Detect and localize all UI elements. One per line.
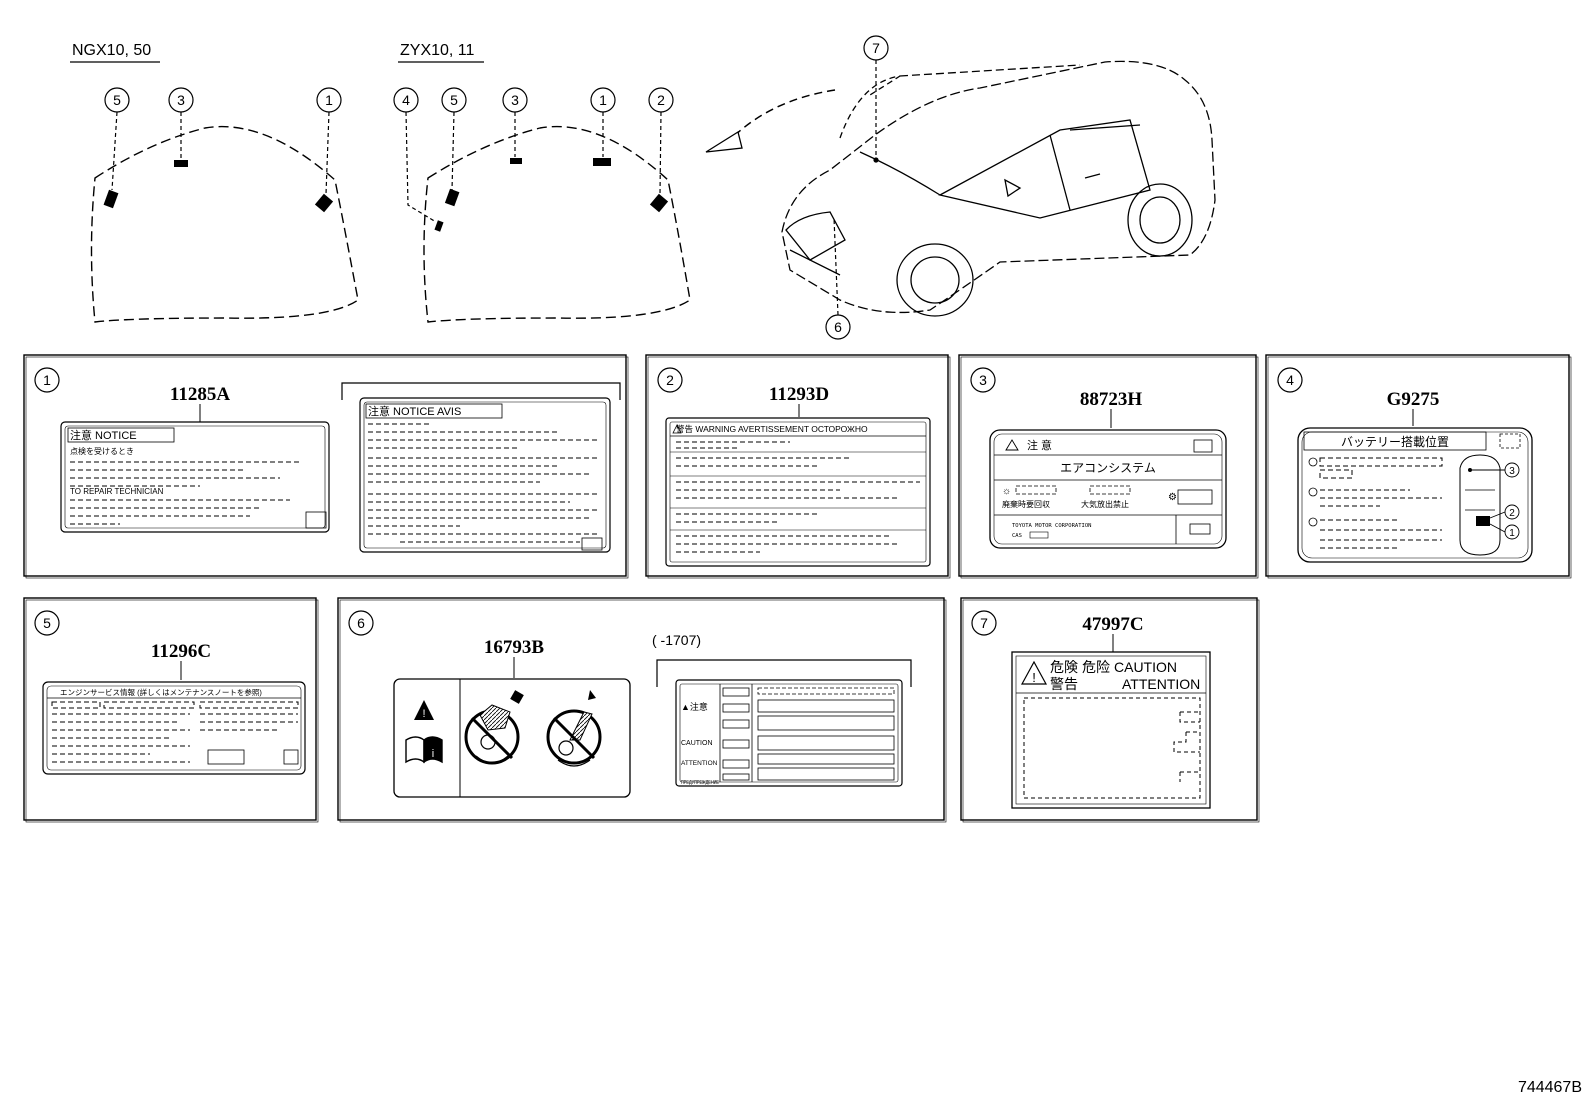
callout-number: 4 xyxy=(402,92,410,108)
label-text: TO REPAIR TECHNICIAN xyxy=(70,487,164,496)
hood-left-callouts xyxy=(104,87,342,195)
part-number: 88723H xyxy=(1080,389,1143,410)
panel-index: 6 xyxy=(357,615,365,631)
callout-number: 7 xyxy=(872,40,880,56)
label-row-heading: ATTENTION xyxy=(681,760,718,767)
callout-number: 5 xyxy=(450,92,458,108)
part-number: 47997C xyxy=(1082,614,1143,635)
part-number: G9275 xyxy=(1387,389,1440,410)
mark-number: 1 xyxy=(1509,528,1515,539)
panel-index-badge xyxy=(657,367,683,393)
label-header: ATTENTION xyxy=(1122,676,1200,692)
callout-number: 5 xyxy=(113,92,121,108)
warning-triangle-icon xyxy=(1020,660,1048,685)
warning-triangle-icon xyxy=(1005,439,1019,451)
callout-number: 3 xyxy=(177,92,185,108)
label-header: 危険 xyxy=(1050,659,1078,675)
part-number: 11285A xyxy=(170,384,230,405)
hood-left-stickers xyxy=(103,160,334,213)
hood-right-diagram xyxy=(423,125,691,323)
panel-index-badge xyxy=(970,367,996,393)
label-header: 注意 NOTICE xyxy=(70,428,137,442)
label-header: 警告 WARNING AVERTISSEMENT ОСТОРОЖНО xyxy=(676,424,868,434)
panel-6: 6 16793B ! i ( -170 xyxy=(337,597,947,823)
hood-right-stickers xyxy=(434,158,669,232)
model-label-right: ZYX10, 11 xyxy=(400,42,475,59)
part-number: 11296C xyxy=(151,641,211,662)
warning-triangle-icon xyxy=(414,700,434,720)
model-heading-right: ZYX10, 11 xyxy=(398,42,484,63)
label-header: 警告 xyxy=(1050,676,1078,692)
label-row-heading: CAUTION xyxy=(681,740,713,747)
panel-index: 4 xyxy=(1286,372,1294,388)
panel-4: 4 G9275 バッテリー搭載位置 3 2 1 xyxy=(1265,354,1572,579)
vehicle-illustration xyxy=(781,60,1216,317)
label-caption: 大気放出禁止 xyxy=(1081,499,1129,509)
label-header: 注意 NOTICE AVIS xyxy=(368,404,461,418)
no-rear-facing-seat-icon xyxy=(546,690,602,767)
svg-text:!: ! xyxy=(422,708,425,720)
panel-index: 7 xyxy=(980,615,988,631)
panel-2: 2 11293D 警告 WARNING AVERTISSEMENT ОСТОРО… xyxy=(645,354,951,579)
label-text: 点検を受けるとき xyxy=(70,446,134,456)
label-header: CAUTION xyxy=(1114,659,1177,675)
callout-number: 1 xyxy=(599,92,607,108)
label-header: バッテリー搭載位置 xyxy=(1341,434,1449,449)
no-child-seat-icon xyxy=(464,690,524,765)
model-label-left: NGX10, 50 xyxy=(72,42,151,59)
label-title: エアコンシステム xyxy=(1060,461,1156,475)
vehicle-callouts xyxy=(825,35,889,340)
label-caption: 廃棄時要回収 xyxy=(1002,499,1050,509)
label-row-heading: ПРЕДУПРЕЖДЕНИЕ xyxy=(681,780,719,786)
gauge-icon: ⚙ xyxy=(1168,492,1177,503)
part-number: 11293D xyxy=(769,384,829,405)
book-icon xyxy=(1193,439,1213,453)
label-row-heading: ▲注意 xyxy=(681,701,708,712)
svg-text:i: i xyxy=(432,748,434,760)
diagram-id: 744467B xyxy=(1518,1079,1582,1096)
panel-3: 3 88723H 注 意 エアコンシステム ☼ ⚙ 廃棄時要回収 大気放出禁止 … xyxy=(958,354,1259,579)
label-cas: CAS xyxy=(1012,533,1022,539)
label-header: エンジンサービス情報 (詳しくはメンテナンスノートを参照) xyxy=(60,687,262,697)
panel-index-badge xyxy=(34,367,60,393)
callout-number: 6 xyxy=(834,319,842,335)
panel-index: 3 xyxy=(979,372,987,388)
battery-location-mark xyxy=(1476,516,1490,526)
part-number: 16793B xyxy=(484,637,545,658)
panel-index-badge xyxy=(34,610,60,636)
panel-7: 7 47997C ! 危険 危险 CAUTION 警告 ATTENTION xyxy=(960,597,1260,823)
model-heading-left: NGX10, 50 xyxy=(70,42,160,63)
panel-1: 1 11285A 注意 NOTICE 点検を受けるとき TO REPAIR TE… xyxy=(23,354,629,579)
callout-number: 3 xyxy=(511,92,519,108)
warning-triangle-icon xyxy=(672,424,682,434)
manual-book-icon: i xyxy=(405,736,443,764)
svg-text:!: ! xyxy=(1032,670,1036,685)
panel-index-badge xyxy=(1277,367,1303,393)
label-header: 危险 xyxy=(1082,659,1110,675)
panel-5: 5 11296C エンジンサービス情報 (詳しくはメンテナンスノートを参照) xyxy=(23,597,319,823)
hood-left-diagram xyxy=(90,125,359,323)
mark-number: 3 xyxy=(1509,466,1515,477)
label-header: 注 意 xyxy=(1027,438,1052,452)
mark-number: 2 xyxy=(1509,508,1515,519)
label-maker: TOYOTA MOTOR CORPORATION xyxy=(1012,523,1091,529)
direction-arrow xyxy=(729,89,836,141)
panel-index: 2 xyxy=(666,372,674,388)
applicability-note: ( -1707) xyxy=(652,632,701,648)
panel-index-badge xyxy=(971,610,997,636)
sun-icon: ☼ xyxy=(1002,486,1011,497)
panel-index: 1 xyxy=(43,372,51,388)
hood-right-callouts xyxy=(393,87,674,223)
callout-number: 1 xyxy=(325,92,333,108)
panel-index: 5 xyxy=(43,615,51,631)
callout-number: 2 xyxy=(657,92,665,108)
panel-index-badge xyxy=(348,610,374,636)
arrow-head-icon xyxy=(705,130,743,153)
